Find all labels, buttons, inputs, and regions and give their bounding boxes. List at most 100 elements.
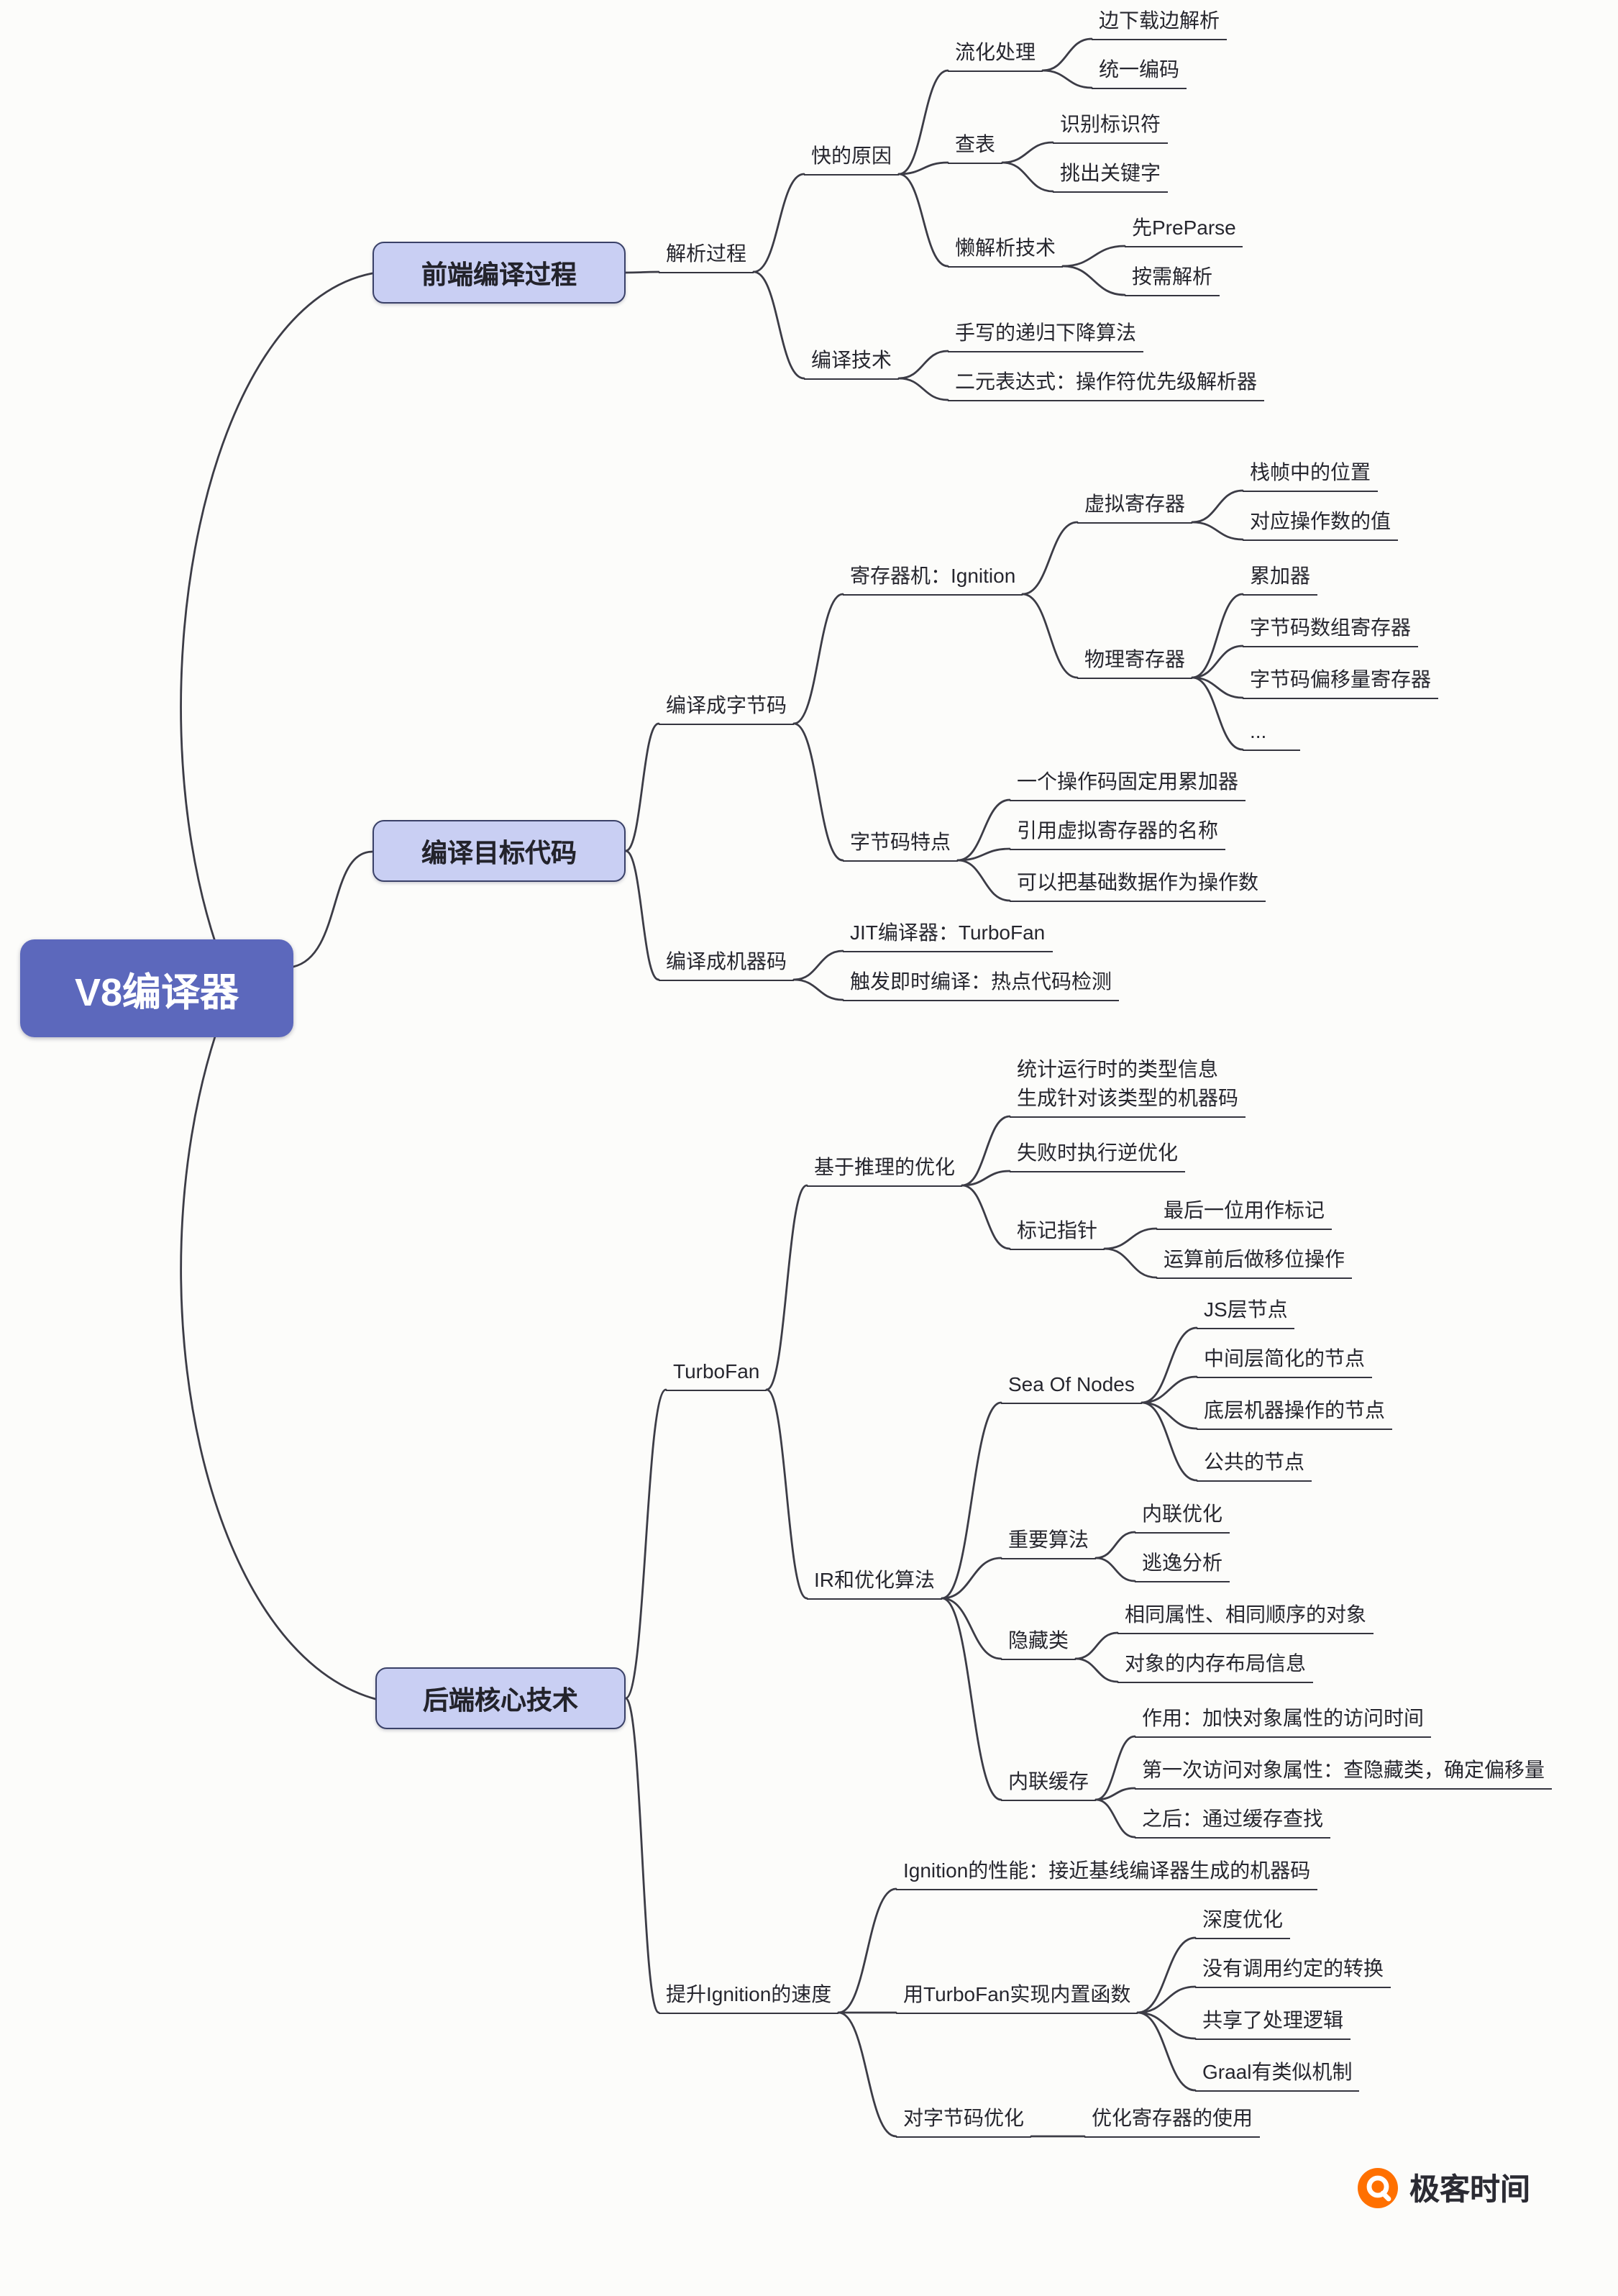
connector-line: [792, 978, 844, 1001]
connector-line: [837, 1887, 897, 2014]
node-last-bit-as-tag: 最后一位用作标记: [1156, 1195, 1332, 1230]
geektime-logo: 极客时间: [1358, 2167, 1530, 2210]
node-runtime-type-info: 统计运行时的类型信息 生成针对该类型的机器码: [1010, 1054, 1246, 1118]
connector-line: [1094, 1798, 1136, 1839]
connector-line: [956, 847, 1011, 862]
node-identify-identifiers: 识别标识符: [1053, 109, 1168, 144]
branch-backend-core-tech: 后端核心技术: [375, 1667, 626, 1729]
connector-line: [1074, 1657, 1119, 1683]
node-tagged-pointers: 标记指针: [1010, 1216, 1105, 1250]
connector-line: [1136, 2011, 1197, 2040]
connector-line: [792, 593, 844, 725]
node-virtual-registers: 虚拟寄存器: [1077, 489, 1192, 524]
connector-line: [1094, 1557, 1136, 1582]
connector-line: [624, 1697, 660, 2014]
geektime-logo-text: 极客时间: [1409, 2174, 1530, 2207]
connector-line: [1191, 489, 1244, 524]
node-unified-encoding: 统一编码: [1092, 55, 1187, 89]
node-accumulator: 累加器: [1243, 561, 1317, 596]
node-common-nodes: 公共的节点: [1197, 1447, 1312, 1482]
node-same-properties-order-objects: 相同属性、相同顺序的对象: [1117, 1600, 1374, 1634]
connector-line: [961, 1170, 1011, 1187]
connector-line: [1136, 2011, 1197, 2092]
node-no-calling-convention-conversion: 没有调用约定的转换: [1195, 1954, 1391, 1988]
node-bytecode-offset-register: 字节码偏移量寄存器: [1243, 665, 1438, 699]
node-intermediate-simplified-nodes: 中间层简化的节点: [1197, 1344, 1372, 1378]
connector-line: [837, 2011, 897, 2138]
connector-line: [765, 1184, 808, 1391]
node-handwritten-recursive-descent: 手写的递归下降算法: [948, 318, 1143, 352]
connector-line: [752, 270, 805, 380]
connector-line: [1094, 1735, 1136, 1801]
connector-line: [1074, 1631, 1119, 1660]
connector-line: [1191, 676, 1244, 699]
connector-line: [897, 161, 949, 176]
connector-line: [941, 1401, 1002, 1600]
node-inlining-optimization: 内联优化: [1135, 1499, 1230, 1534]
connector-line: [792, 722, 844, 862]
connector-line: [1136, 1936, 1197, 2014]
connector-line: [1136, 1985, 1197, 2014]
node-operand-values: 对应操作数的值: [1243, 506, 1398, 541]
node-subsequent-cache-lookup: 之后：通过缓存查找: [1135, 1804, 1330, 1839]
node-object-memory-layout: 对象的内存布局信息: [1117, 1649, 1313, 1683]
connector-line: [941, 1597, 1002, 1660]
node-escape-analysis: 逃逸分析: [1135, 1548, 1230, 1582]
connector-line: [1094, 1531, 1136, 1559]
node-deep-optimization: 深度优化: [1195, 1905, 1290, 1939]
node-opcode-uses-accumulator: 一个操作码固定用累加器: [1010, 767, 1246, 801]
node-compile-to-bytecode: 编译成字节码: [659, 691, 794, 725]
node-reference-virtual-register-names: 引用虚拟寄存器的名称: [1010, 816, 1225, 850]
node-optimize-register-usage: 优化寄存器的使用: [1084, 2103, 1260, 2138]
node-js-level-nodes: JS层节点: [1197, 1295, 1295, 1329]
connector-line: [897, 350, 949, 380]
connector-line: [961, 1115, 1011, 1187]
root-topic-v8-compiler: V8编译器: [20, 939, 293, 1037]
branch-target-code-compilation: 编译目标代码: [372, 820, 626, 882]
connector-line: [624, 270, 660, 274]
node-shared-logic: 共享了处理逻辑: [1195, 2005, 1350, 2040]
connector-line: [1103, 1247, 1158, 1279]
node-builtins-with-turbofan: 用TurboFan实现内置函数: [896, 1980, 1138, 2014]
connector-root-frontend: [180, 272, 374, 945]
node-pick-keywords: 挑出关键字: [1053, 158, 1168, 193]
connector-root-target: [292, 850, 374, 968]
connector-line: [941, 1557, 1002, 1600]
node-binary-expression-parser: 二元表达式：操作符优先级解析器: [948, 367, 1264, 401]
connector-line: [1041, 37, 1093, 72]
node-stack-frame-position: 栈帧中的位置: [1243, 457, 1378, 492]
connector-line: [765, 1388, 808, 1600]
connector-line: [1061, 265, 1126, 296]
branch-frontend-compilation: 前端编译过程: [372, 242, 626, 304]
connector-line: [752, 173, 805, 273]
connector-line: [1191, 521, 1244, 541]
node-compile-techniques: 编译技术: [804, 345, 899, 380]
node-basic-data-as-operand: 可以把基础数据作为操作数: [1010, 867, 1266, 902]
node-important-algorithms: 重要算法: [1001, 1525, 1096, 1559]
node-ir-and-optimization-algorithms: IR和优化算法: [807, 1565, 942, 1600]
node-jit-compiler-turbofan: JIT编译器：TurboFan: [843, 918, 1053, 952]
node-speed-reasons: 快的原因: [804, 141, 899, 176]
node-purpose-speed-property-access: 作用：加快对象属性的访问时间: [1135, 1703, 1431, 1738]
node-first-access-lookup-hidden-class: 第一次访问对象属性：查隐藏类，确定偏移量: [1135, 1755, 1552, 1790]
connector-line: [624, 722, 660, 852]
connector-line: [1141, 1401, 1198, 1430]
node-more-ellipsis: ...: [1243, 716, 1300, 751]
node-physical-registers: 物理寄存器: [1077, 644, 1192, 679]
connector-line: [1001, 161, 1054, 193]
node-streaming: 流化处理: [948, 37, 1043, 72]
connector-line: [1103, 1227, 1158, 1250]
node-ignition-performance: Ignition的性能：接近基线编译器生成的机器码: [896, 1856, 1318, 1890]
node-table-lookup: 查表: [948, 129, 1002, 164]
connector-line: [1191, 676, 1244, 751]
connector-line: [624, 1388, 667, 1700]
connector-line: [897, 173, 949, 268]
node-deoptimization-on-failure: 失败时执行逆优化: [1010, 1138, 1185, 1172]
connector-line: [1061, 245, 1126, 268]
connector-line: [961, 1184, 1011, 1250]
node-improve-ignition-speed: 提升Ignition的速度: [659, 1980, 839, 2014]
node-lazy-parsing: 懒解析技术: [948, 233, 1063, 268]
node-machine-level-nodes: 底层机器操作的节点: [1197, 1395, 1392, 1430]
